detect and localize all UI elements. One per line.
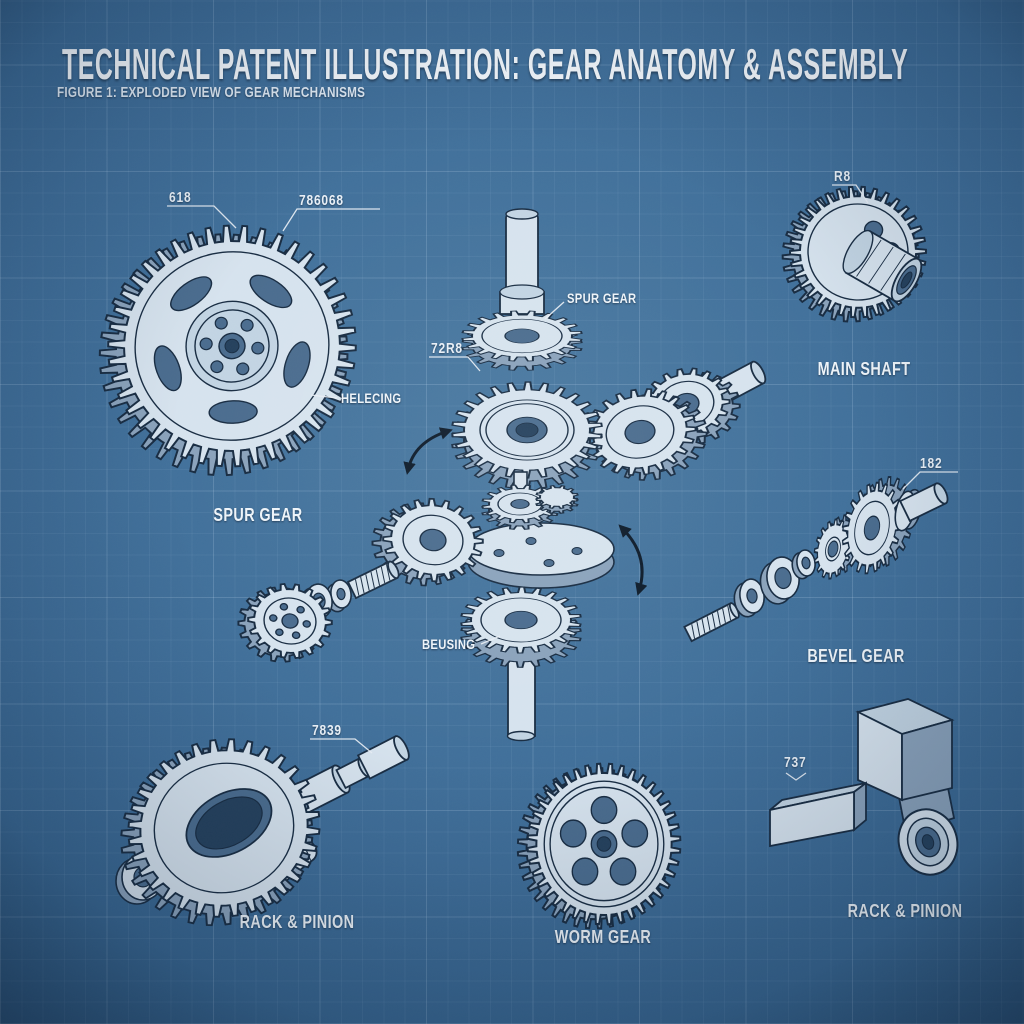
ref-bevel-gear: 182	[920, 455, 943, 472]
ref-rack-pinion-right: 737	[784, 754, 807, 771]
ref-rack-pinion-left: 7839	[312, 722, 342, 739]
callout-helecing: HELECING	[341, 390, 402, 406]
caption-main-shaft: MAIN SHAFT	[817, 359, 911, 379]
caption-rack-pinion-left: RACK & PINION	[239, 912, 355, 932]
callout-spur-gear-center: SPUR GEAR	[567, 290, 637, 306]
caption-spur-gear-left: SPUR GEAR	[213, 505, 303, 525]
ref-main-shaft: R8	[834, 168, 851, 185]
caption-worm-gear: WORM GEAR	[554, 927, 652, 947]
callout-beusing: BEUSING	[422, 636, 476, 652]
figure-caption: FIGURE 1: EXPLODED VIEW OF GEAR MECHANIS…	[57, 84, 366, 101]
page-title: TECHNICAL PATENT ILLUSTRATION: GEAR ANAT…	[62, 40, 909, 89]
ref-center-assembly: 72R8	[431, 340, 463, 357]
caption-bevel-gear: BEVEL GEAR	[807, 646, 905, 666]
ref-spur-gear-b: 786068	[299, 192, 344, 209]
ref-spur-gear-a: 618	[169, 189, 192, 206]
caption-rack-pinion-right: RACK & PINION	[847, 901, 963, 921]
